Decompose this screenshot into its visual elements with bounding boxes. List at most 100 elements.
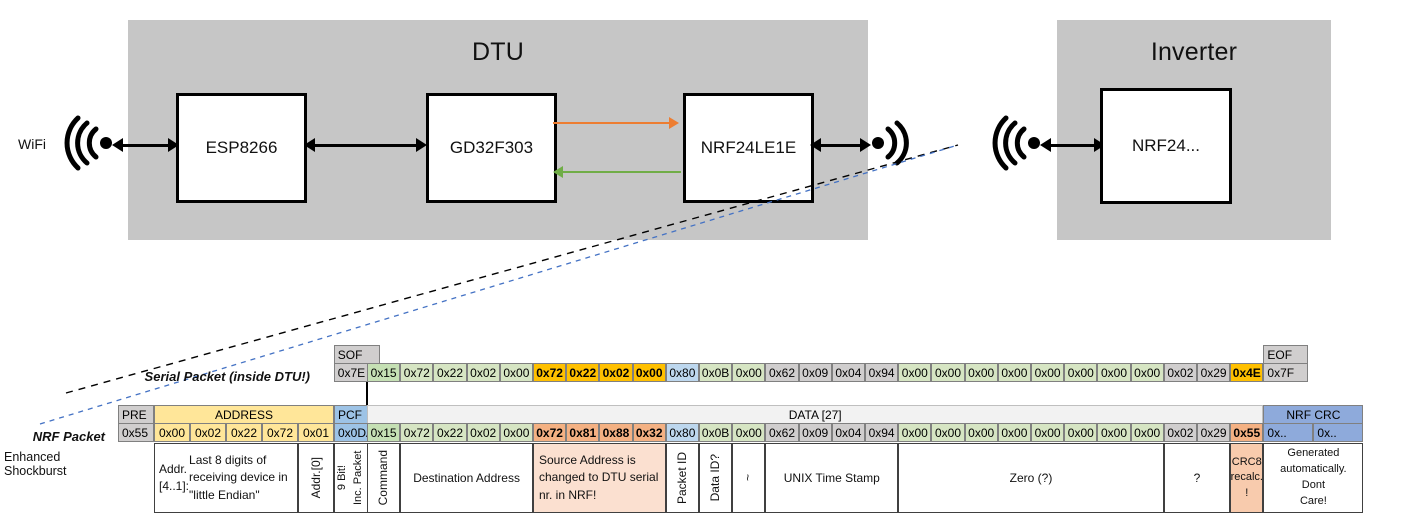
nrf-byte-0: 0x15 — [367, 423, 401, 442]
serial-eof-value: 0x7F — [1263, 363, 1309, 382]
annotation-zero: Zero (?) — [898, 443, 1164, 513]
esp-gd32-arrow-left — [304, 138, 315, 152]
chip-gd32f303-label: GD32F303 — [449, 138, 534, 157]
nrf-byte-11: 0x00 — [732, 423, 766, 442]
nrf-pre-header: PRE — [118, 405, 154, 424]
serial-byte-11: 0x00 — [732, 363, 766, 382]
nrf-byte-24: 0x02 — [1163, 423, 1197, 442]
serial-byte-26: 0x4E — [1230, 363, 1264, 382]
green-response-line — [563, 171, 681, 173]
nrf-byte-20: 0x00 — [1031, 423, 1065, 442]
nrf-crc-byte-1: 0x.. — [1313, 423, 1364, 442]
serial-byte-25: 0x29 — [1197, 363, 1231, 382]
inverter-radio-antenna-icon — [990, 115, 1046, 176]
serial-byte-24: 0x02 — [1163, 363, 1197, 382]
nrf-byte-26: 0x55 — [1230, 423, 1264, 442]
nrf-address-header: ADDRESS — [154, 405, 334, 424]
annotation-tilde: ~ — [732, 443, 766, 513]
serial-byte-23: 0x00 — [1130, 363, 1164, 382]
serial-byte-2: 0x22 — [433, 363, 467, 382]
nrf-pre-value: 0x55 — [118, 423, 154, 442]
serial-byte-18: 0x00 — [964, 363, 998, 382]
dtu-radio-antenna-icon — [866, 115, 922, 176]
serial-byte-13: 0x09 — [798, 363, 832, 382]
nrf-byte-15: 0x94 — [865, 423, 899, 442]
serial-byte-9: 0x80 — [665, 363, 699, 382]
serial-byte-16: 0x00 — [898, 363, 932, 382]
nrf-byte-23: 0x00 — [1130, 423, 1164, 442]
nrf-byte-5: 0x72 — [533, 423, 567, 442]
nrf-address-byte-4: 0x01 — [298, 423, 334, 442]
nrf-byte-18: 0x00 — [964, 423, 998, 442]
nrf-address-byte-2: 0x22 — [226, 423, 262, 442]
green-response-arrowhead — [553, 166, 563, 178]
annotation-destination-address: Destination Address — [400, 443, 533, 513]
serial-byte-1: 0x72 — [400, 363, 434, 382]
annotation-data-id: Data ID? — [699, 443, 733, 513]
alignment-divider — [366, 362, 368, 422]
nrf-byte-1: 0x72 — [400, 423, 434, 442]
annotation-question: ? — [1163, 443, 1231, 513]
nrf-address-byte-0: 0x00 — [154, 423, 190, 442]
nrf-byte-6: 0x81 — [566, 423, 600, 442]
nrf-byte-13: 0x09 — [798, 423, 832, 442]
serial-packet-label: Serial Packet (inside DTU!) — [144, 369, 310, 384]
nrf-address-byte-1: 0x02 — [190, 423, 226, 442]
wifi-esp-link — [118, 144, 174, 147]
serial-byte-14: 0x04 — [831, 363, 865, 382]
nrf-byte-3: 0x02 — [466, 423, 500, 442]
nrf-crc-header: NRF CRC — [1263, 405, 1364, 424]
annotation-source-address-note: Source Address is changed to DTU serial … — [533, 443, 666, 513]
wifi-esp-arrow-left — [112, 138, 123, 152]
nrf-byte-19: 0x00 — [997, 423, 1031, 442]
nrf-packet-label: NRF Packet — [32, 429, 105, 444]
serial-byte-17: 0x00 — [931, 363, 965, 382]
nrf-byte-12: 0x62 — [765, 423, 799, 442]
inverter-antenna-arrow-right — [1094, 138, 1105, 152]
nrf-antenna-link — [816, 144, 866, 147]
orange-request-arrowhead — [669, 117, 679, 129]
serial-byte-21: 0x00 — [1064, 363, 1098, 382]
serial-byte-19: 0x00 — [997, 363, 1031, 382]
nrf-crc-byte-0: 0x.. — [1263, 423, 1314, 442]
wifi-antenna-icon — [62, 115, 118, 176]
inverter-antenna-arrow-left — [1040, 138, 1051, 152]
nrf-byte-17: 0x00 — [931, 423, 965, 442]
dtu-title: DTU — [472, 38, 524, 66]
serial-byte-15: 0x94 — [865, 363, 899, 382]
serial-byte-7: 0x02 — [599, 363, 633, 382]
serial-byte-20: 0x00 — [1031, 363, 1065, 382]
block-diagram: DTU Inverter WiFi ESP8266 GD32F303 NRF24… — [18, 20, 1331, 240]
wifi-label: WiFi — [18, 136, 46, 152]
nrf-data-header: DATA [27] — [367, 405, 1264, 424]
chip-nrf24le1e: NRF24LE1E — [683, 93, 814, 203]
annotation-address-note: Addr. [4..1]:Last 8 digits of receiving … — [154, 443, 298, 513]
annotation-command: Command — [367, 443, 401, 513]
chip-esp8266: ESP8266 — [176, 93, 307, 203]
nrf-byte-21: 0x00 — [1064, 423, 1098, 442]
esp-gd32-link — [310, 144, 422, 147]
chip-gd32f303: GD32F303 — [426, 93, 557, 203]
chip-nrf24le1e-label: NRF24LE1E — [700, 138, 797, 157]
inverter-antenna-link — [1046, 144, 1100, 147]
nrf-byte-10: 0x0B — [699, 423, 733, 442]
chip-nrf24-label: NRF24... — [1131, 136, 1201, 155]
serial-byte-8: 0x00 — [632, 363, 666, 382]
nrf-byte-16: 0x00 — [898, 423, 932, 442]
serial-byte-0: 0x15 — [367, 363, 401, 382]
serial-byte-6: 0x22 — [566, 363, 600, 382]
chip-esp8266-label: ESP8266 — [205, 138, 278, 157]
serial-byte-3: 0x02 — [466, 363, 500, 382]
nrf-byte-7: 0x88 — [599, 423, 633, 442]
nrf-byte-4: 0x00 — [499, 423, 533, 442]
nrf-address-byte-3: 0x72 — [262, 423, 298, 442]
nrf-antenna-arrow-left — [810, 138, 821, 152]
serial-sof-header: SOF — [333, 345, 380, 364]
annotation-unix-time-stamp: UNIX Time Stamp — [765, 443, 899, 513]
serial-byte-12: 0x62 — [765, 363, 799, 382]
nrf-byte-22: 0x00 — [1097, 423, 1131, 442]
orange-request-line — [553, 122, 671, 124]
nrf-byte-9: 0x80 — [665, 423, 699, 442]
serial-header-blank — [380, 345, 1263, 364]
